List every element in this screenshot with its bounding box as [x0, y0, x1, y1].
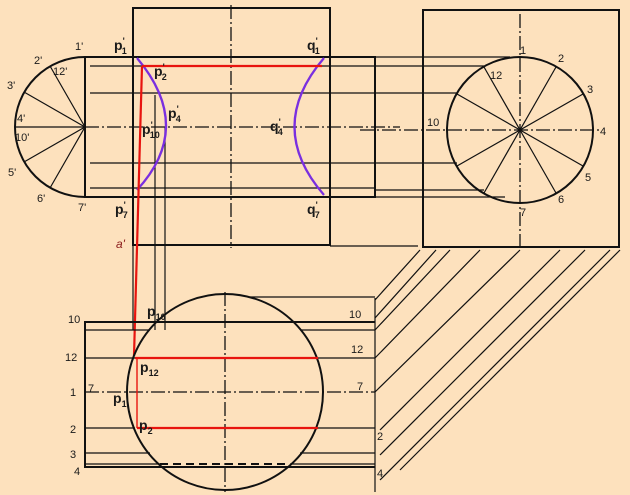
top-left-label-10: 10 — [68, 314, 80, 326]
label-p7p: p'7 — [115, 200, 128, 220]
top-left-label-1: 1 — [70, 387, 76, 399]
top-left-label-3: 3 — [70, 449, 76, 461]
top-right-label-10: 10 — [349, 309, 361, 321]
top-left-label-4: 4 — [74, 466, 80, 478]
label-1p: 1' — [75, 41, 83, 53]
side-label-10: 10 — [427, 117, 439, 129]
generator-lines — [90, 65, 375, 330]
top-right-label-12: 12 — [351, 344, 363, 356]
label-p2p: p'2 — [154, 62, 167, 82]
label-10p: 10' — [15, 132, 29, 144]
top-left-label-2: 2 — [70, 424, 76, 436]
label-12p: 12' — [53, 66, 67, 78]
top-right-label-7: 7 — [357, 381, 363, 393]
label-7p: 7' — [78, 202, 86, 214]
label-4p: 4' — [17, 113, 25, 125]
label-2p: 2' — [34, 55, 42, 67]
label-p12: p12 — [140, 359, 159, 378]
top-left-label-7: 7 — [88, 383, 94, 395]
label-q7p: q'7 — [307, 200, 320, 220]
side-view: 1 2 3 4 5 6 7 10 12 — [330, 9, 620, 248]
curve-p — [136, 57, 167, 191]
side-label-3: 3 — [587, 84, 593, 96]
label-6p: 6' — [37, 193, 45, 205]
label-p4p: p'4 — [168, 104, 181, 124]
side-label-12: 12 — [490, 70, 502, 82]
side-label-1: 1 — [520, 45, 526, 57]
side-label-2: 2 — [558, 53, 564, 65]
side-label-4: 4 — [600, 126, 606, 138]
label-q1p: q'1 — [307, 36, 320, 56]
label-p10p: p'10 — [142, 120, 160, 140]
top-right-label-2: 2 — [377, 431, 383, 443]
top-view: 10 12 1 7 2 3 4 10 12 7 2 4 p10 p12 p1 p… — [65, 292, 383, 492]
projection-lines — [374, 249, 621, 492]
red-line-vertical — [132, 65, 144, 357]
label-p10: p10 — [147, 303, 166, 322]
semicircle-division-lines — [15, 65, 86, 189]
label-q4p: q'4 — [270, 117, 283, 137]
top-left-label-12: 12 — [65, 352, 77, 364]
front-view: 1' 2' 12' 3' 4' 10' 5' 6' 7' p'1 p'2 p'4… — [7, 5, 400, 357]
label-5p: 5' — [8, 167, 16, 179]
side-label-5: 5 — [585, 172, 591, 184]
label-p1p: p'1 — [114, 36, 127, 56]
label-3p: 3' — [7, 80, 15, 92]
curve-q — [293, 57, 325, 196]
label-p1: p1 — [113, 390, 127, 409]
top-right-label-4: 4 — [377, 468, 383, 480]
side-label-7: 7 — [520, 207, 526, 219]
side-label-6: 6 — [558, 194, 564, 206]
label-p2: p2 — [139, 417, 153, 436]
side-view-circle — [446, 56, 594, 204]
label-a-prime: a' — [116, 237, 126, 251]
